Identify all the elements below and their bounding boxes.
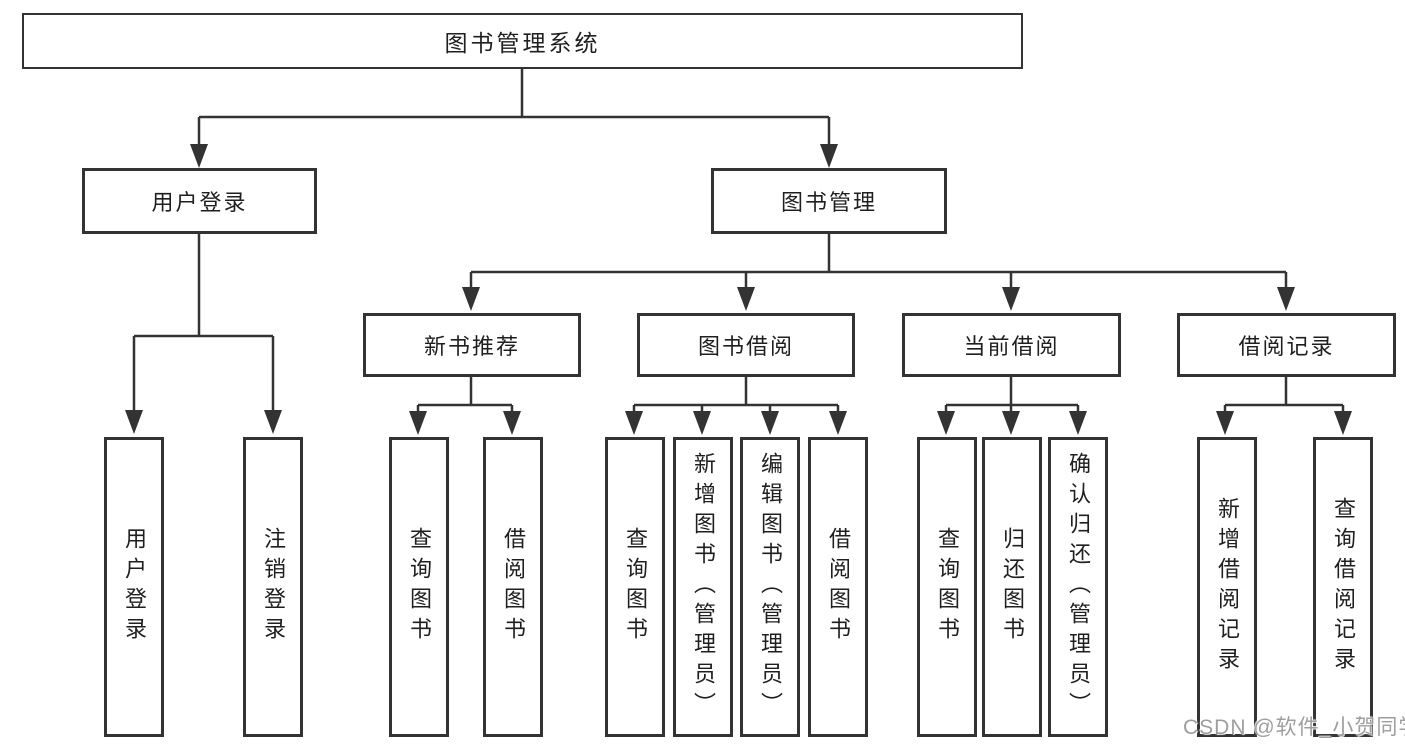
leaf-borrow-query-books: 查询图书 <box>605 437 665 737</box>
node-label: 借阅记录 <box>1238 334 1335 359</box>
node-label: 新增图书（管理员） <box>691 452 716 722</box>
leaf-user-login: 用户登录 <box>104 437 164 737</box>
leaf-borrow-edit-books-admin: 编辑图书（管理员） <box>740 437 800 737</box>
node-new-book-recommend: 新书推荐 <box>363 313 581 377</box>
node-current-borrow: 当前借阅 <box>902 313 1121 377</box>
node-label: 新增借阅记录 <box>1215 497 1240 677</box>
node-label: 新书推荐 <box>423 334 520 359</box>
node-label: 注销登录 <box>261 527 286 647</box>
leaf-current-return-books: 归还图书 <box>982 437 1042 737</box>
leaf-newbooks-query-books: 查询图书 <box>389 437 449 737</box>
leaf-current-confirm-return-admin: 确认归还（管理员） <box>1048 437 1108 737</box>
leaf-logout: 注销登录 <box>243 437 303 737</box>
leaf-records-add-record: 新增借阅记录 <box>1197 437 1257 737</box>
node-label: 用户登录 <box>151 190 248 215</box>
node-label: 归还图书 <box>1000 527 1025 647</box>
leaf-newbooks-borrow-books: 借阅图书 <box>483 437 543 737</box>
leaf-borrow-add-books-admin: 新增图书（管理员） <box>673 437 733 737</box>
leaf-records-query-record: 查询借阅记录 <box>1313 437 1373 737</box>
node-label: 图书管理系统 <box>444 30 601 56</box>
node-label: 当前借阅 <box>963 334 1060 359</box>
node-label: 图书借阅 <box>697 334 794 359</box>
node-label: 确认归还（管理员） <box>1066 452 1091 722</box>
node-borrow-records: 借阅记录 <box>1177 313 1396 377</box>
csdn-watermark: CSDN @软件_小贺同学 <box>1183 716 1405 739</box>
node-label: 编辑图书（管理员） <box>758 452 783 722</box>
arrowheads <box>125 144 1352 435</box>
node-label: 查询图书 <box>623 527 648 647</box>
leaf-borrow-borrow-books: 借阅图书 <box>808 437 868 737</box>
leaf-current-query-books: 查询图书 <box>917 437 977 737</box>
node-label: 用户登录 <box>122 527 147 647</box>
node-root-system: 图书管理系统 <box>22 13 1023 69</box>
node-user-login: 用户登录 <box>82 168 317 234</box>
node-label: 查询图书 <box>935 527 960 647</box>
node-label: 查询借阅记录 <box>1331 497 1356 677</box>
node-label: 图书管理 <box>780 190 877 215</box>
tree-edges <box>132 69 1345 413</box>
node-book-borrow: 图书借阅 <box>637 313 855 377</box>
node-label: 借阅图书 <box>826 527 851 647</box>
node-label: 查询图书 <box>407 527 432 647</box>
node-label: 借阅图书 <box>501 527 526 647</box>
node-book-management: 图书管理 <box>711 168 947 234</box>
